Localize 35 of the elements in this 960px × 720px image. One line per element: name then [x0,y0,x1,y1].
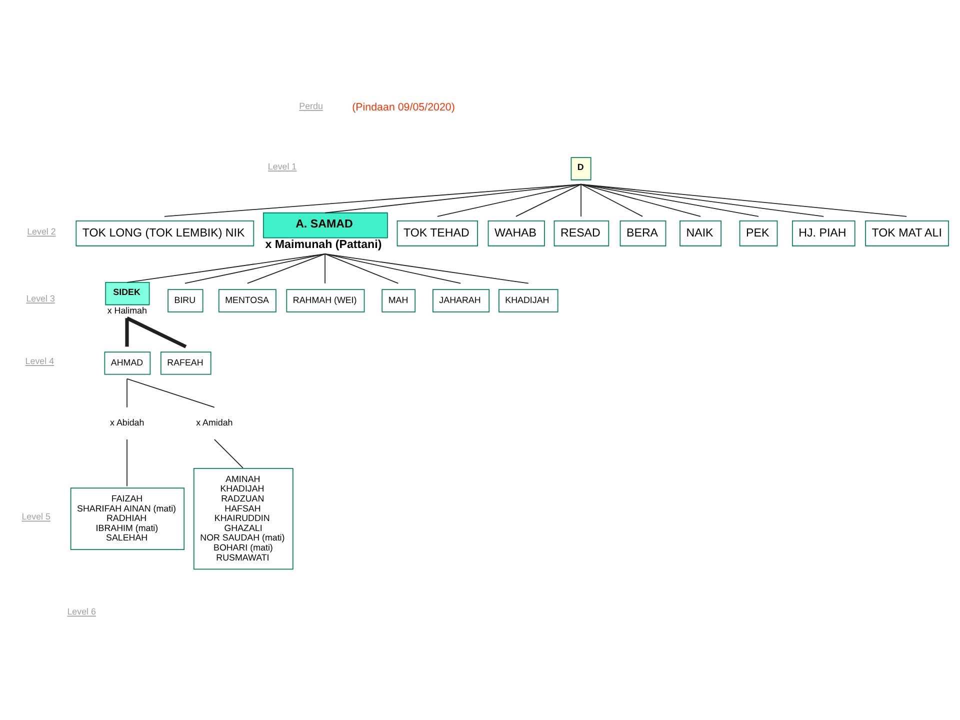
node-label: x Halimah [107,305,147,316]
connector [126,316,187,348]
connector [324,252,462,284]
connector [126,438,128,486]
connector [515,183,582,216]
connector [580,183,824,216]
connector [580,183,908,216]
connector [580,183,644,216]
label: Level 5 [22,511,50,522]
connector [580,183,701,216]
connector [126,252,326,282]
label: Level 1 [268,161,297,172]
node-text: x Amidah [196,417,233,428]
connector [324,252,399,284]
label: Perdu [299,100,323,110]
connector [324,252,326,284]
connector [436,183,582,216]
label: Level 2 [27,226,56,236]
label: Level 6 [67,606,96,616]
connector [125,318,129,346]
connector [126,378,215,408]
node-label: x Maimunah (Pattani) [265,238,382,251]
label: (Pindaan 09/05/2020) [352,100,455,113]
label: Level 4 [25,356,54,366]
connector [184,252,326,284]
connector [580,183,759,216]
connector [324,183,582,213]
connector [126,378,128,408]
connector [246,252,326,284]
connector [214,438,244,468]
connector [164,183,582,216]
connector [580,183,582,216]
node-text: x Abidah [110,417,144,428]
connector [324,252,529,284]
label: Level 3 [26,293,55,304]
